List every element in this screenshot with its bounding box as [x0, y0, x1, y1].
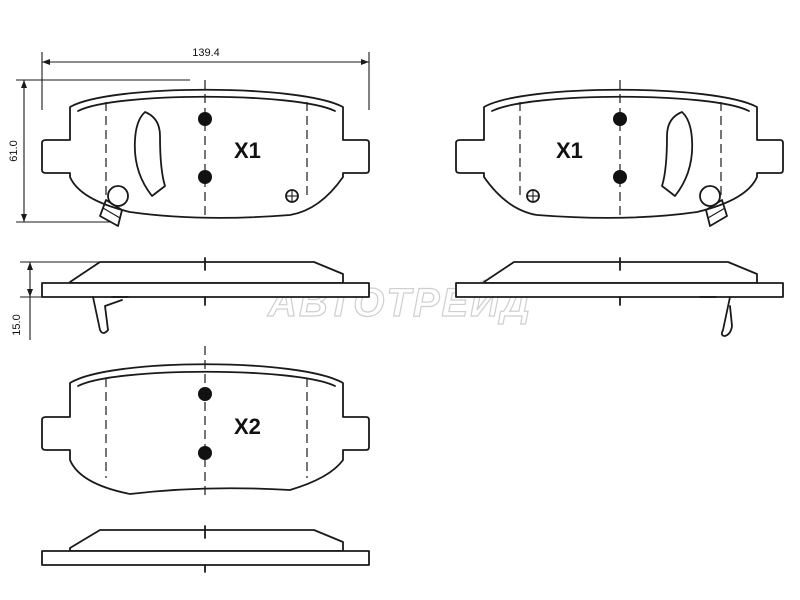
pad-x2-front: X2 [41, 346, 370, 500]
width-label: 139.4 [192, 47, 220, 59]
pad-x2-side [41, 525, 370, 573]
pad-x1-right-side [455, 257, 784, 337]
pad-label-x1-left: X1 [234, 138, 261, 163]
pad-x1-right-front: X1 [455, 80, 784, 227]
dimension-height: 61.0 [8, 79, 190, 223]
thickness-label: 15.0 [11, 314, 23, 335]
pad-x1-left-side [41, 257, 370, 334]
pad-label-x1-right: X1 [556, 138, 583, 163]
height-label: 61.0 [8, 140, 20, 161]
pad-label-x2: X2 [234, 414, 261, 439]
dimension-width: 139.4 [41, 47, 370, 110]
pad-x1-left-front: X1 [41, 80, 370, 227]
